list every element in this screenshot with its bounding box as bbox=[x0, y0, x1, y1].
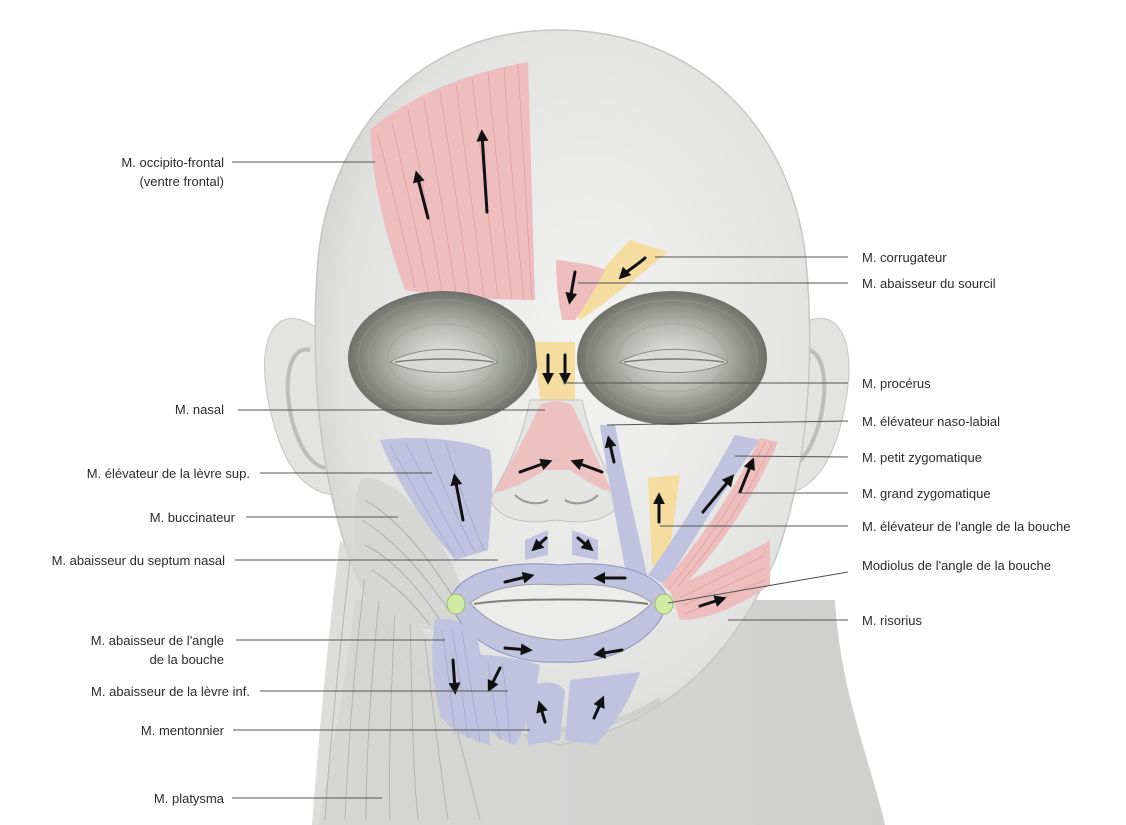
procerus-muscle bbox=[535, 342, 575, 400]
label-occipito-frontal: M. occipito-frontal bbox=[121, 155, 224, 170]
label-abaisseur-septum: M. abaisseur du septum nasal bbox=[52, 553, 226, 568]
label-risorius: M. risorius bbox=[862, 613, 922, 628]
orbicularis-oculi-right bbox=[577, 291, 767, 425]
label-elevateur-angle-bouche: M. élévateur de l'angle de la bouche bbox=[862, 519, 1070, 534]
label-mentonnier: M. mentonnier bbox=[141, 723, 225, 738]
label-abaisseur-angle-sub: de la bouche bbox=[150, 652, 224, 667]
label-occipito-frontal-sub: (ventre frontal) bbox=[139, 174, 224, 189]
label-platysma: M. platysma bbox=[154, 791, 225, 806]
label-abaisseur-angle: M. abaisseur de l'angle bbox=[91, 633, 224, 648]
label-petit-zygomatique: M. petit zygomatique bbox=[862, 450, 982, 465]
label-abaisseur-sourcil: M. abaisseur du sourcil bbox=[862, 276, 996, 291]
label-elevateur-naso-labial: M. élévateur naso-labial bbox=[862, 414, 1000, 429]
label-abaisseur-levre-inf: M. abaisseur de la lèvre inf. bbox=[91, 684, 250, 699]
orbicularis-oculi-left bbox=[348, 291, 538, 425]
label-elevateur-levre-sup: M. élévateur de la lèvre sup. bbox=[87, 466, 250, 481]
label-nasal: M. nasal bbox=[175, 402, 224, 417]
label-grand-zygomatique: M. grand zygomatique bbox=[862, 486, 991, 501]
label-procerus: M. procérus bbox=[862, 376, 931, 391]
label-corrugateur: M. corrugateur bbox=[862, 250, 947, 265]
label-modiolus: Modiolus de l'angle de la bouche bbox=[862, 558, 1051, 573]
label-buccinateur: M. buccinateur bbox=[150, 510, 236, 525]
